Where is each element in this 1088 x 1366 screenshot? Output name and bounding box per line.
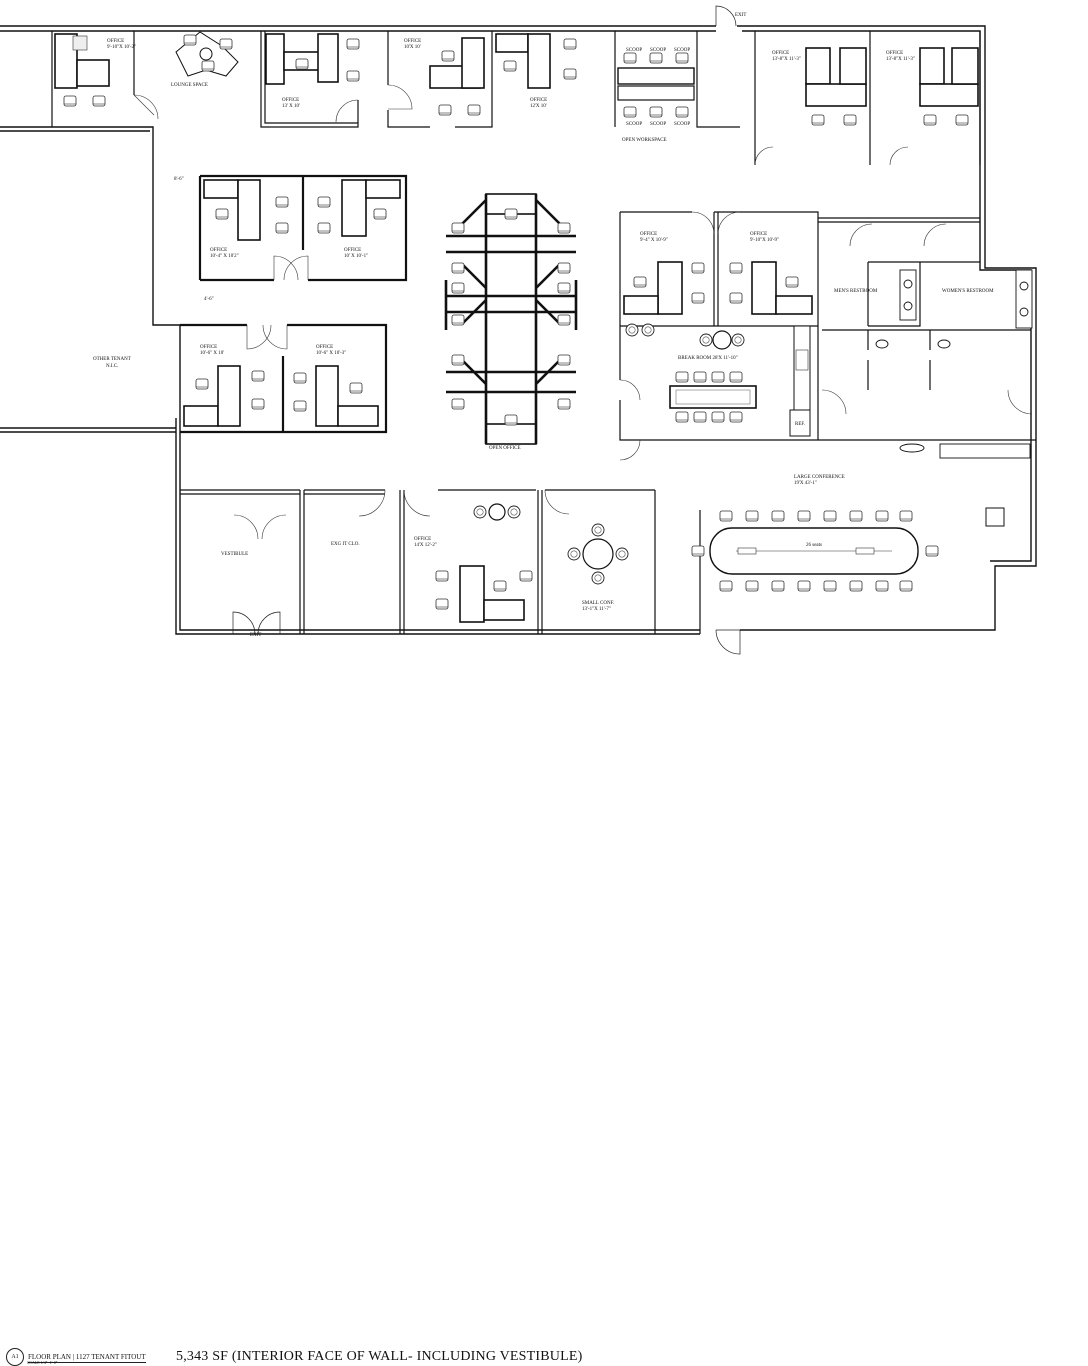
top-doors (133, 84, 909, 166)
small-conf-label: SMALL CONF. (582, 601, 614, 606)
office-3-label: OFFICE (404, 39, 421, 44)
mens-restroom-label: MEN'S RESTROOM (834, 289, 878, 294)
large-conf-dim: 19'X 43'-1" (794, 481, 817, 486)
office-7-label: OFFICE (210, 248, 227, 253)
office-4-dim: 12'X 10' (530, 104, 547, 109)
office-2-dim: 13' X 10' (282, 104, 300, 109)
office-5-furniture (805, 47, 867, 126)
area-note: 5,343 SF (INTERIOR FACE OF WALL- INCLUDI… (176, 1349, 583, 1364)
office-4-furniture (495, 33, 577, 89)
scoop-label: SCOOP (626, 122, 642, 127)
large-conf-label: LARGE CONFERENCE (794, 475, 845, 480)
scoop-label: SCOOP (650, 122, 666, 127)
right-middle-walls (619, 211, 1036, 441)
office-8-furniture (317, 179, 401, 237)
bottom-walls (180, 489, 701, 634)
scoop-label: SCOOP (650, 48, 666, 53)
office-12-label: OFFICE (316, 345, 333, 350)
office-2-label: OFFICE (282, 98, 299, 103)
office-1-dim: 9'-10"X 10'-2" (107, 45, 136, 50)
open-office-label: OPEN OFFICE (489, 446, 521, 451)
exit-label-bottom: EXIT (250, 633, 261, 638)
office-8-dim: 10' X 10'-1" (344, 254, 368, 259)
office-10-dim: 9'-10"X 10'-9" (750, 238, 779, 243)
scoop-label: SCOOP (674, 48, 690, 53)
offices-7-8-walls (198, 174, 408, 282)
office-11-furniture (183, 365, 265, 427)
nic-label: N.I.C. (106, 364, 118, 369)
office-9-furniture (623, 261, 705, 315)
office-7-dim: 10'-4" X 10'2" (210, 254, 239, 259)
seats-label: 26 seats (806, 543, 822, 548)
right-middle-doors (619, 211, 1033, 461)
office-1-furniture (54, 33, 110, 107)
restroom-fixtures (875, 269, 1033, 459)
break-room-furniture (625, 323, 811, 437)
offices-11-12-doors (246, 324, 288, 350)
office-4-label: OFFICE (530, 98, 547, 103)
lounge-label: LOUNGE SPACE (171, 83, 208, 88)
floor-plan: EXIT EXIT OFFICE 9'-10"X 10'-2" LOUNGE S… (0, 5, 1037, 655)
office-12-dim: 10'-6" X 10'-3" (316, 351, 346, 356)
office-10-furniture (729, 261, 813, 315)
office-13-label: OFFICE (414, 537, 431, 542)
door-exit-bottom (232, 611, 741, 655)
office-3-dim: 10'X 10' (404, 45, 421, 50)
small-conf-dim: 13'-1"X 11'-7" (582, 607, 611, 612)
office-1-label: OFFICE (107, 39, 124, 44)
it-closet-label: EXG IT CLO. (331, 542, 360, 547)
office-5-label: OFFICE (772, 51, 789, 56)
large-conf-furniture (691, 507, 1005, 592)
office-6-furniture (919, 47, 979, 126)
office-13-dim: 14'X 12'-2" (414, 543, 437, 548)
office-11-label: OFFICE (200, 345, 217, 350)
office-6-dim: 13'-8"X 11'-3" (886, 57, 915, 62)
office-9-dim: 9'-4" X 10'-9" (640, 238, 668, 243)
top-row-rooms (51, 31, 981, 165)
office-10-label: OFFICE (750, 232, 767, 237)
drawing-number: A1 (6, 1348, 24, 1366)
office-5-dim: 13'-8"X 11'-3" (772, 57, 801, 62)
office-3-furniture (429, 37, 485, 116)
ref-label: REF. (795, 422, 805, 427)
scoop-label: SCOOP (626, 48, 642, 53)
dim-b-label: 4'-6" (204, 297, 214, 302)
offices-7-8-doors (273, 255, 309, 281)
offices-11-12-walls (180, 323, 388, 434)
office-9-label: OFFICE (640, 232, 657, 237)
office-2-furniture (265, 33, 360, 85)
office-6-label: OFFICE (886, 51, 903, 56)
vestibule-label: VESTIBULE (221, 552, 248, 557)
scoop-label: SCOOP (674, 122, 690, 127)
office-13-furniture (435, 503, 533, 623)
office-12-furniture (293, 365, 379, 427)
office-11-dim: 10'-6" X 10' (200, 351, 224, 356)
bottom-doors (233, 489, 570, 540)
exit-label-top: EXIT (735, 13, 746, 18)
break-room-label: BREAK ROOM 28'X 11'-10" (678, 356, 738, 361)
office-8-label: OFFICE (344, 248, 361, 253)
open-workspace-furniture (617, 52, 695, 118)
exterior-walls (0, 25, 1037, 635)
dim-a-label: 8'-6" (174, 177, 184, 182)
open-office-workstations (444, 193, 578, 445)
open-workspace-label: OPEN WORKSPACE (622, 138, 667, 143)
door-exit-top (715, 5, 737, 27)
other-tenant-label: OTHER TENANT (93, 357, 131, 362)
lounge-furniture (175, 31, 239, 77)
small-conf-furniture (567, 523, 629, 585)
womens-restroom-label: WOMEN'S RESTROOM (942, 289, 994, 294)
office-7-furniture (203, 179, 289, 241)
